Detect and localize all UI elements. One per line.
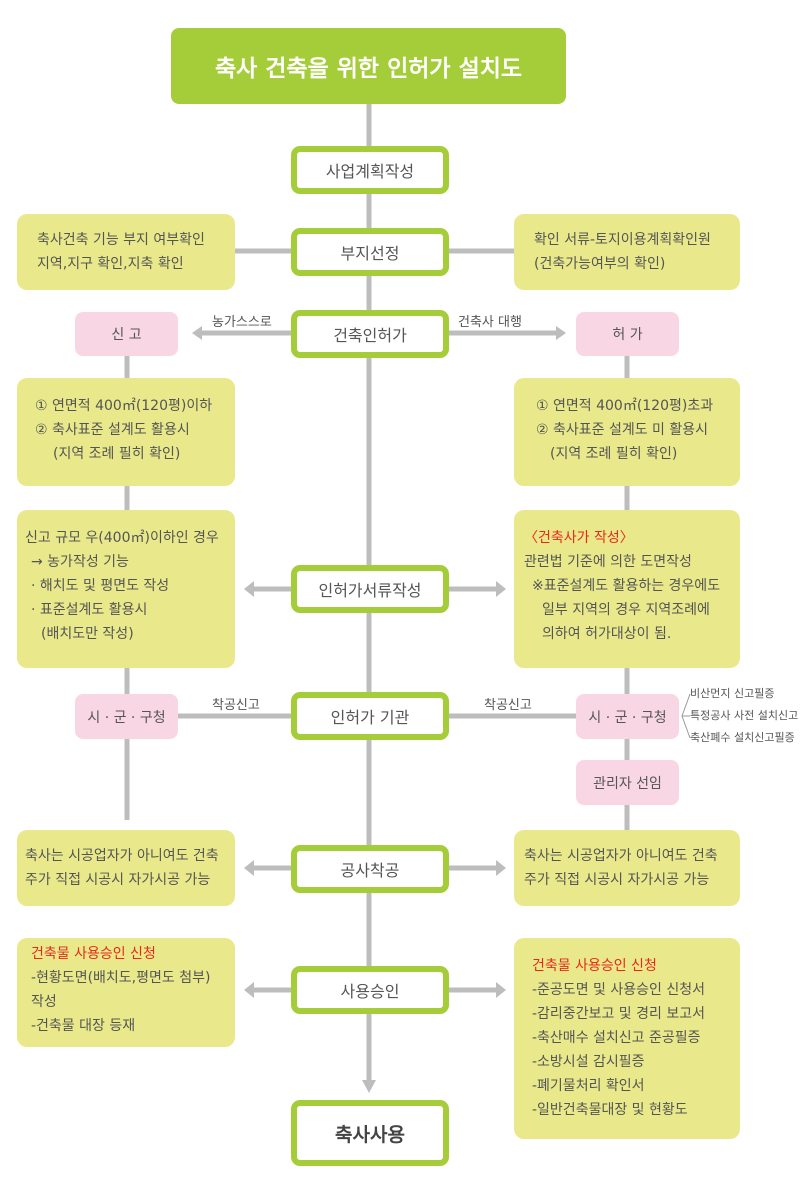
city-office-left: 시 · 군 · 구청 <box>75 694 178 739</box>
text-line: -일반건축물대장 및 현황도 <box>532 1102 688 1118</box>
architect-label: 건축사 대행 <box>458 315 522 330</box>
text-line: ② 축사표준 설계도 활용시 <box>35 422 190 438</box>
permission-box: 허 가 <box>576 312 679 356</box>
text-line: -축산매수 설치신고 준공필증 <box>532 1030 701 1046</box>
site-right-note: 확인 서류-토지이용계획확인원 (건축가능여부의 확인) <box>514 214 740 290</box>
text-line: -소방시설 감시필증 <box>532 1054 645 1070</box>
construction-report-label-right: 착공신고 <box>484 698 532 713</box>
step-permit-agency: 인허가 기관 <box>291 692 449 740</box>
step-use-approval: 사용승인 <box>291 966 449 1014</box>
text-line: 특정공사 사전 설치신고 <box>690 709 799 722</box>
text-line: ① 연면적 400㎡(120평)이하 <box>35 398 213 414</box>
text-line: ① 연면적 400㎡(120평)초과 <box>536 398 714 414</box>
city-office-notes: 비산먼지 신고필증 특정공사 사전 설치신고 축산폐수 설치신고필증 <box>690 683 798 749</box>
text-line: 축사는 시공업자가 아니여도 건축 <box>524 848 718 864</box>
text-line: 관련법 기준에 의한 도면작성 <box>524 554 692 570</box>
construction-report-label-left: 착공신고 <box>212 698 260 713</box>
construction-right: 축사는 시공업자가 아니여도 건축 주가 직접 시공시 자가시공 가능 <box>514 830 740 906</box>
text-line: · 표준설계도 활용시 <box>31 602 148 618</box>
approval-left: 건축물 사용승인 신청 -현황도면(배치도,평면도 첨부) 작성 -건축물 대장… <box>17 938 235 1047</box>
step-construction-start: 공사착공 <box>291 845 449 893</box>
text-line: -건축물 대장 등재 <box>31 1018 136 1034</box>
text-line: 신고 규모 우(400㎡)이하인 경우 <box>25 530 219 546</box>
text-heading: 건축물 사용승인 신청 <box>31 946 156 962</box>
text-line: (지역 조례 필히 확인) <box>53 446 181 462</box>
text-line: (지역 조례 필히 확인) <box>550 446 678 462</box>
step-business-plan: 사업계획작성 <box>291 146 449 194</box>
text-line: -준공도면 및 사용승인 신청서 <box>532 982 705 998</box>
self-label: 농가스스로 <box>212 315 272 330</box>
text-line: 축사는 시공업자가 아니여도 건축 <box>25 848 219 864</box>
criteria-right: ① 연면적 400㎡(120평)초과 ② 축사표준 설계도 미 활용시 (지역 … <box>514 378 740 486</box>
text-line: → 농가작성 기능 <box>31 554 129 570</box>
criteria-left: ① 연면적 400㎡(120평)이하 ② 축사표준 설계도 활용시 (지역 조례… <box>17 378 235 486</box>
city-office-right: 시 · 군 · 구청 <box>576 694 679 739</box>
text-line: 축사건축 기능 부지 여부확인 <box>37 232 205 248</box>
text-line: 축산폐수 설치신고필증 <box>690 731 795 744</box>
docs-right: 〈건축사가 작성〉 관련법 기준에 의한 도면작성 ※표준설계도 활용하는 경우… <box>514 510 740 668</box>
step-site-selection: 부지선정 <box>291 228 449 276</box>
text-line: 의하여 허가대상이 됨. <box>542 626 672 642</box>
docs-left: 신고 규모 우(400㎡)이하인 경우 → 농가작성 기능 · 해치도 및 평면… <box>17 510 235 668</box>
text-line: (배치도만 작성) <box>41 626 134 642</box>
report-box: 신 고 <box>75 312 178 356</box>
text-line: ※표준설계도 활용하는 경우에도 <box>532 578 721 594</box>
step-barn-use: 축사사용 <box>291 1100 449 1166</box>
text-line: 주가 직접 시공시 자가시공 가능 <box>524 872 710 888</box>
diagram-title: 축사 건축을 위한 인허가 설치도 <box>171 28 566 104</box>
manager-appointment-box: 관리자 선임 <box>576 760 679 805</box>
text-line: · 해치도 및 평면도 작성 <box>31 578 170 594</box>
approval-right: 건축물 사용승인 신청 -준공도면 및 사용승인 신청서 -감리중간보고 및 경… <box>514 938 740 1139</box>
text-heading: 건축물 사용승인 신청 <box>532 958 657 974</box>
text-line: 일부 지역의 경우 지역조례에 <box>542 602 710 618</box>
text-line: 작성 <box>31 994 57 1010</box>
text-line: -폐기물처리 확인서 <box>532 1078 645 1094</box>
text-heading: 〈건축사가 작성〉 <box>524 530 634 546</box>
text-line: 지역,지구 확인,지축 확인 <box>37 256 184 272</box>
site-left-note: 축사건축 기능 부지 여부확인 지역,지구 확인,지축 확인 <box>17 214 235 290</box>
text-line: (건축가능여부의 확인) <box>534 256 666 272</box>
text-line: 비산먼지 신고필증 <box>690 687 775 700</box>
text-line: 주가 직접 시공시 자가시공 가능 <box>25 872 211 888</box>
step-building-permit: 건축인허가 <box>291 310 449 358</box>
text-line: -현황도면(배치도,평면도 첨부) <box>31 970 211 986</box>
construction-left: 축사는 시공업자가 아니여도 건축 주가 직접 시공시 자가시공 가능 <box>17 830 235 906</box>
text-line: 확인 서류-토지이용계획확인원 <box>534 232 711 248</box>
text-line: -감리중간보고 및 경리 보고서 <box>532 1006 705 1022</box>
step-permit-documents: 인허가서류작성 <box>291 565 449 613</box>
text-line: ② 축사표준 설계도 미 활용시 <box>536 422 709 438</box>
